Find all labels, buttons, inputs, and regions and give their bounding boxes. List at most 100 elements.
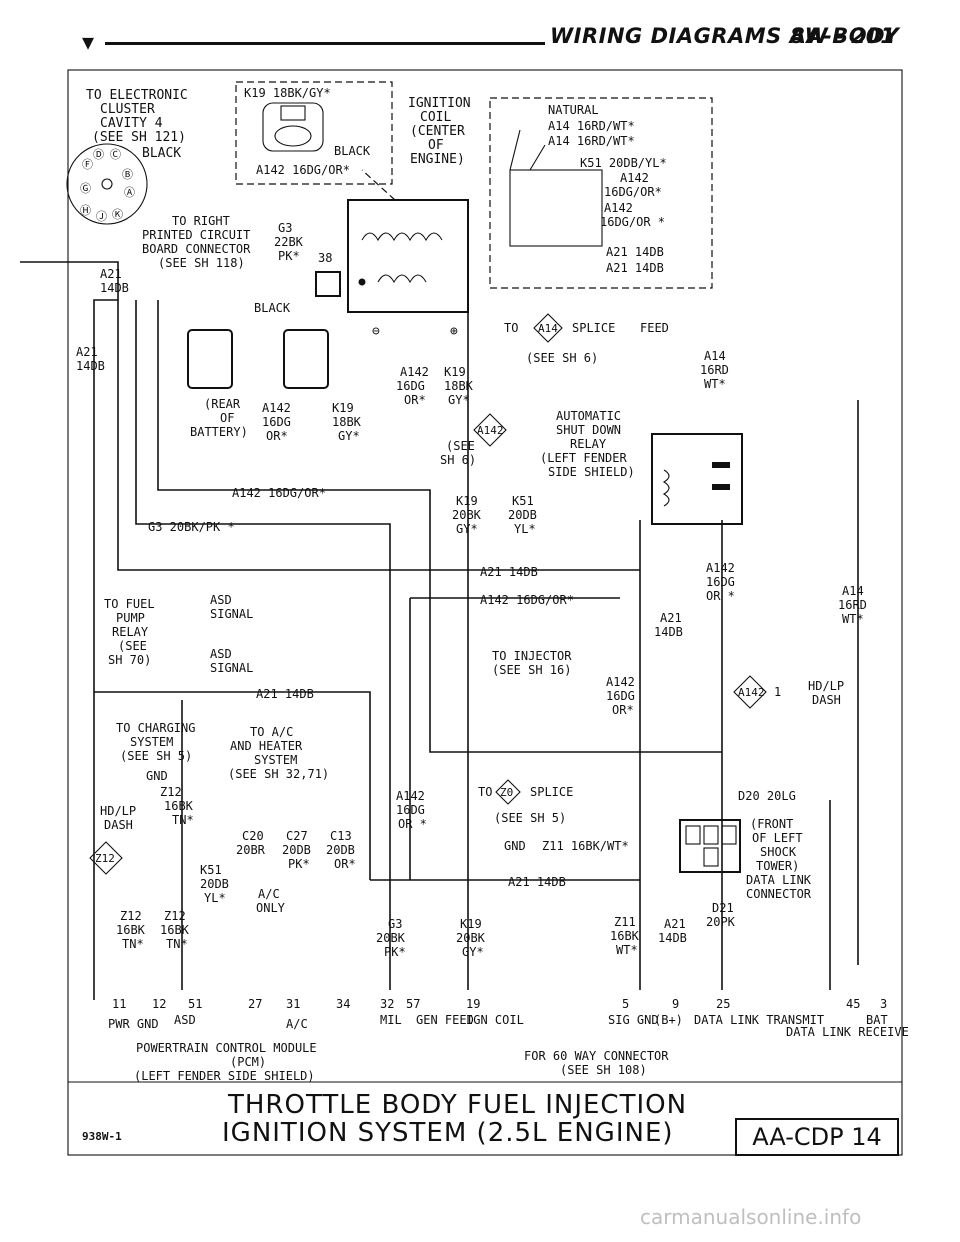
svg-text:Ⓒ: Ⓒ — [110, 148, 121, 161]
rear-batt-l1: (REAR — [204, 397, 241, 411]
g3-low-l1: G3 — [388, 917, 402, 931]
c27-l3: PK* — [288, 857, 310, 871]
grp-mil: MIL — [380, 1013, 402, 1027]
coil-pos-terminal: ⊕ — [450, 324, 458, 339]
coil-out2-l1: K19 — [444, 365, 466, 379]
z12a-l2: 16BK — [116, 923, 146, 937]
rear-battery-connector-2 — [283, 329, 329, 389]
elec-cluster-l3: CAVITY 4 — [100, 116, 163, 131]
ac-heater-l3: SYSTEM — [254, 753, 297, 767]
coil-out1-l1: A142 — [400, 365, 429, 379]
z12b-l3: TN* — [166, 937, 188, 951]
c27-l1: C27 — [286, 829, 308, 843]
asd-sig1-l1: ASD — [210, 593, 232, 607]
pcm-l1: POWERTRAIN CONTROL MODULE — [136, 1041, 317, 1055]
k51-low-l3: YL* — [204, 891, 226, 905]
header-title: WIRING DIAGRAMS AA-BODY — [550, 24, 900, 48]
a142-relay-l3: OR * — [706, 589, 735, 603]
a142-relay-l2: 16DG — [706, 575, 735, 589]
asd-sig2-l1: ASD — [210, 647, 232, 661]
a21-low2-label: A21 14DB — [508, 875, 566, 889]
rear-battery-connector-1 — [187, 329, 233, 389]
a21-low3-l1: A21 — [664, 917, 686, 931]
pin-31: 31 — [286, 997, 300, 1011]
pin-27: 27 — [248, 997, 262, 1011]
svg-text:Ⓙ: Ⓙ — [96, 210, 107, 223]
a142-inj-l2: 16DG — [606, 689, 635, 703]
c13-l2: 20DB — [326, 843, 355, 857]
k51-mid-l1: K51 — [512, 494, 534, 508]
ac-heater-l4: (SEE SH 32,71) — [228, 767, 329, 781]
a21-low-wire — [94, 691, 371, 880]
to-right-l3: BOARD CONNECTOR — [142, 242, 251, 256]
conn1-l2: 16DG — [262, 415, 291, 429]
k19-low-l3: GY* — [462, 945, 484, 959]
a142-r2-l2: 16DG/OR * — [600, 215, 665, 229]
conn60-l1: FOR 60 WAY CONNECTOR — [524, 1049, 669, 1063]
a21-low3-l2: 14DB — [658, 931, 687, 945]
a142-diamond-label: A142 — [477, 424, 504, 437]
rear-batt-l2: OF — [220, 411, 234, 425]
ac-only-l1: A/C — [258, 887, 280, 901]
pin-1: 1 — [774, 685, 781, 699]
header-page-number: 8W - 201 — [790, 24, 895, 48]
pcm-pin-row: 11 12 51 27 31 34 32 57 19 5 9 25 45 3 — [112, 997, 887, 1011]
natural-label: NATURAL — [548, 103, 599, 117]
a21-mid-wire — [117, 300, 640, 571]
grp-asd: ASD — [174, 1013, 196, 1027]
coil-out1-l3: OR* — [404, 393, 426, 407]
svg-text:Ⓕ: Ⓕ — [82, 158, 93, 171]
grp-data-receive: DATA LINK RECEIVE — [786, 1025, 909, 1039]
grp-b-plus: (B+) — [654, 1013, 683, 1027]
k19-low-l1: K19 — [460, 917, 482, 931]
z11-low-l2: 16BK — [610, 929, 640, 943]
a142-diamond — [473, 413, 507, 447]
grp-bat: BAT — [866, 1013, 888, 1027]
svg-text:Ⓚ: Ⓚ — [112, 208, 123, 221]
z12-l2: 16BK — [164, 799, 194, 813]
a142-pcm-l3: OR * — [398, 817, 427, 831]
k19-mid-l2: 20BK — [452, 508, 482, 522]
k19-low-l2: 20BK — [456, 931, 486, 945]
a142-relay-l1: A142 — [706, 561, 735, 575]
page-header: ▼ WIRING DIAGRAMS AA-BODY 8W - 201 — [0, 0, 960, 60]
g3-l1: G3 — [278, 221, 292, 235]
g3-low-l2: 20BK — [376, 931, 406, 945]
c13-l1: C13 — [330, 829, 352, 843]
pin-9: 9 — [672, 997, 679, 1011]
a14-wire-a: A14 16RD/WT* — [548, 119, 635, 133]
d20-label: D20 20LG — [738, 789, 796, 803]
asd-sig1-l2: SIGNAL — [210, 607, 253, 621]
z0-diamond — [495, 779, 521, 805]
a21-r2: A21 14DB — [606, 261, 664, 275]
svg-text:Ⓗ: Ⓗ — [80, 204, 91, 217]
conn1-l3: OR* — [266, 429, 288, 443]
z12-diamond-label: Z12 — [95, 852, 115, 865]
front-shock-l3: SHOCK — [760, 845, 797, 859]
elec-cluster-l1: TO ELECTRONIC — [86, 88, 188, 103]
a21-relay-l1: A21 — [660, 611, 682, 625]
gnd-label: GND — [146, 769, 168, 783]
grp-ac: A/C — [286, 1017, 308, 1031]
pcb-terminal — [315, 271, 341, 297]
asd-relay-l2: SHUT DOWN — [556, 423, 621, 437]
a142-diamond-2 — [733, 675, 767, 709]
a21-low-label: A21 14DB — [256, 687, 314, 701]
z11-low-l3: WT* — [616, 943, 638, 957]
diagram-frame — [67, 69, 903, 1156]
svg-text:Ⓐ: Ⓐ — [124, 186, 135, 199]
ignition-coil-body — [347, 199, 469, 313]
asd-relay-body — [651, 433, 743, 525]
a14-far-l2: 16RD — [838, 598, 867, 612]
to-right-l1: TO RIGHT — [172, 214, 230, 228]
grp-sig-gnd: SIG GND — [608, 1013, 659, 1027]
z12-l3: TN* — [172, 813, 194, 827]
a21-left1-l1: A21 — [100, 267, 122, 281]
pin-38: 38 — [318, 251, 332, 265]
coil-secondary-winding — [377, 274, 427, 284]
a14-diamond — [533, 313, 563, 343]
splice2-label: SPLICE — [530, 785, 573, 799]
header-rule — [105, 42, 545, 45]
conn2-l2: 18BK — [332, 415, 362, 429]
injector-l1: TO INJECTOR — [492, 649, 572, 663]
